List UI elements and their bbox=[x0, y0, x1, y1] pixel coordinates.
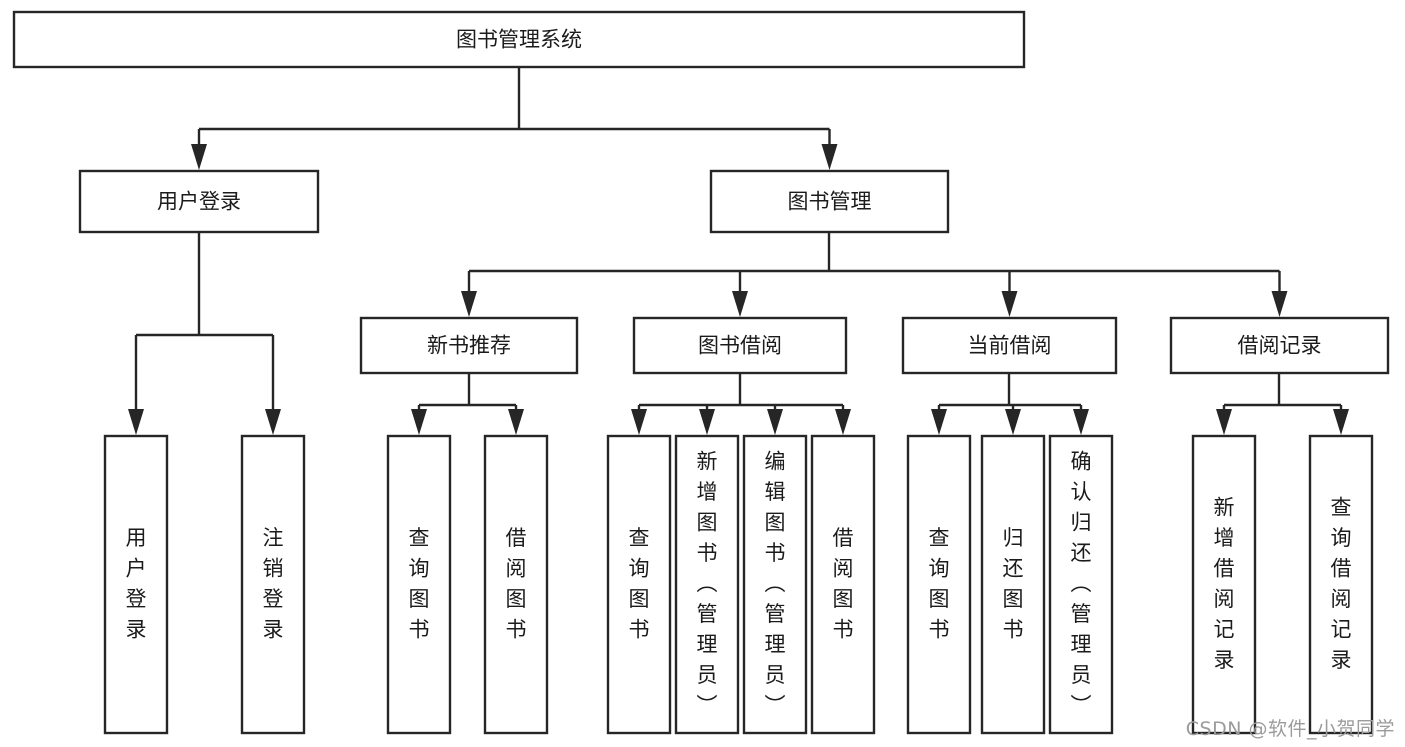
arrow-head-icon bbox=[699, 409, 715, 435]
node-label: 新增图书︵管理员︶ bbox=[697, 450, 718, 718]
node-label: 确认归还︵管理员︶ bbox=[1071, 450, 1092, 718]
connector-group bbox=[631, 373, 851, 435]
node-borrow-record[interactable]: 借阅记录 bbox=[1169, 316, 1390, 375]
connector-group bbox=[931, 373, 1089, 435]
node-box[interactable] bbox=[483, 434, 549, 735]
node-current-borrow[interactable]: 当前借阅 bbox=[901, 316, 1118, 375]
node-book-borrow[interactable]: 图书借阅 bbox=[632, 316, 848, 375]
node-box[interactable] bbox=[709, 169, 950, 234]
node-box[interactable] bbox=[632, 316, 848, 375]
node-label: 图书借阅 bbox=[698, 334, 782, 358]
node-box[interactable] bbox=[12, 10, 1026, 69]
node-leaf-user-login[interactable]: 用户登录 bbox=[103, 434, 169, 735]
node-label: 用户登录 bbox=[126, 526, 147, 642]
connector-group bbox=[1216, 373, 1349, 435]
node-box[interactable] bbox=[386, 434, 452, 735]
node-leaf-confirm-return-admin[interactable]: 确认归还︵管理员︶ bbox=[1048, 434, 1114, 735]
node-label: 查询借阅记录 bbox=[1331, 495, 1352, 672]
arrow-head-icon bbox=[1001, 291, 1018, 317]
connector-group bbox=[128, 232, 281, 435]
connector-group bbox=[191, 67, 838, 170]
arrow-head-icon bbox=[821, 144, 838, 170]
arrow-head-icon bbox=[1073, 409, 1089, 435]
node-box[interactable] bbox=[1308, 434, 1374, 735]
node-box[interactable] bbox=[742, 434, 808, 735]
node-leaf-query-borrow-record[interactable]: 查询借阅记录 bbox=[1308, 434, 1374, 735]
arrow-head-icon bbox=[931, 409, 947, 435]
node-book-manage[interactable]: 图书管理 bbox=[709, 169, 950, 234]
arrow-head-icon bbox=[128, 409, 144, 435]
node-label: 注销登录 bbox=[263, 526, 284, 642]
connector-group bbox=[461, 232, 1288, 317]
node-box[interactable] bbox=[1048, 434, 1114, 735]
node-box[interactable] bbox=[606, 434, 672, 735]
node-box[interactable] bbox=[1169, 316, 1390, 375]
node-label: 归还图书 bbox=[1003, 526, 1024, 642]
node-box[interactable] bbox=[901, 316, 1118, 375]
node-leaf-edit-book-admin[interactable]: 编辑图书︵管理员︶ bbox=[742, 434, 808, 735]
arrow-head-icon bbox=[411, 409, 427, 435]
node-label: 图书管理系统 bbox=[456, 28, 582, 52]
node-root[interactable]: 图书管理系统 bbox=[12, 10, 1026, 69]
node-leaf-query-book-borrow[interactable]: 查询图书 bbox=[606, 434, 672, 735]
arrow-head-icon bbox=[508, 409, 524, 435]
node-leaf-borrow-book-rec[interactable]: 借阅图书 bbox=[483, 434, 549, 735]
arrow-head-icon bbox=[732, 291, 748, 317]
node-label: 查询图书 bbox=[409, 526, 430, 642]
node-box[interactable] bbox=[906, 434, 972, 735]
node-label: 当前借阅 bbox=[968, 334, 1052, 358]
arrow-head-icon bbox=[1005, 409, 1021, 435]
node-leaf-return-book[interactable]: 归还图书 bbox=[980, 434, 1046, 735]
node-leaf-add-borrow-record[interactable]: 新增借阅记录 bbox=[1191, 434, 1257, 735]
arrow-head-icon bbox=[835, 409, 851, 435]
node-label: 用户登录 bbox=[157, 190, 241, 214]
arrow-head-icon bbox=[265, 409, 281, 435]
node-label: 查询图书 bbox=[929, 526, 950, 642]
node-box[interactable] bbox=[674, 434, 740, 735]
node-box[interactable] bbox=[359, 316, 579, 375]
node-leaf-query-book-rec[interactable]: 查询图书 bbox=[386, 434, 452, 735]
connector-group bbox=[411, 373, 524, 435]
node-label: 借阅图书 bbox=[506, 526, 527, 642]
node-box[interactable] bbox=[240, 434, 306, 735]
node-label: 查询图书 bbox=[629, 526, 650, 642]
node-label: 借阅记录 bbox=[1238, 334, 1322, 358]
arrow-head-icon bbox=[631, 409, 647, 435]
node-leaf-logout[interactable]: 注销登录 bbox=[240, 434, 306, 735]
arrow-head-icon bbox=[767, 409, 783, 435]
arrow-head-icon bbox=[1271, 291, 1288, 317]
node-box[interactable] bbox=[78, 169, 320, 234]
node-label: 图书管理 bbox=[788, 190, 872, 214]
node-leaf-borrow-book[interactable]: 借阅图书 bbox=[810, 434, 876, 735]
node-label: 借阅图书 bbox=[833, 526, 854, 642]
node-label: 编辑图书︵管理员︶ bbox=[765, 450, 786, 718]
arrow-head-icon bbox=[461, 291, 477, 317]
node-box[interactable] bbox=[103, 434, 169, 735]
arrow-head-icon bbox=[1216, 409, 1232, 435]
node-box[interactable] bbox=[980, 434, 1046, 735]
arrow-head-icon bbox=[191, 144, 207, 170]
node-leaf-query-book-current[interactable]: 查询图书 bbox=[906, 434, 972, 735]
node-layer: 图书管理系统用户登录图书管理新书推荐图书借阅当前借阅借阅记录用户登录注销登录查询… bbox=[12, 10, 1390, 735]
node-leaf-add-book-admin[interactable]: 新增图书︵管理员︶ bbox=[674, 434, 740, 735]
node-label: 新书推荐 bbox=[427, 334, 511, 358]
connector-layer bbox=[128, 67, 1349, 435]
arrow-head-icon bbox=[1333, 409, 1349, 435]
node-box[interactable] bbox=[810, 434, 876, 735]
node-box[interactable] bbox=[1191, 434, 1257, 735]
node-new-book-recommend[interactable]: 新书推荐 bbox=[359, 316, 579, 375]
node-user-login[interactable]: 用户登录 bbox=[78, 169, 320, 234]
node-label: 新增借阅记录 bbox=[1214, 495, 1235, 672]
